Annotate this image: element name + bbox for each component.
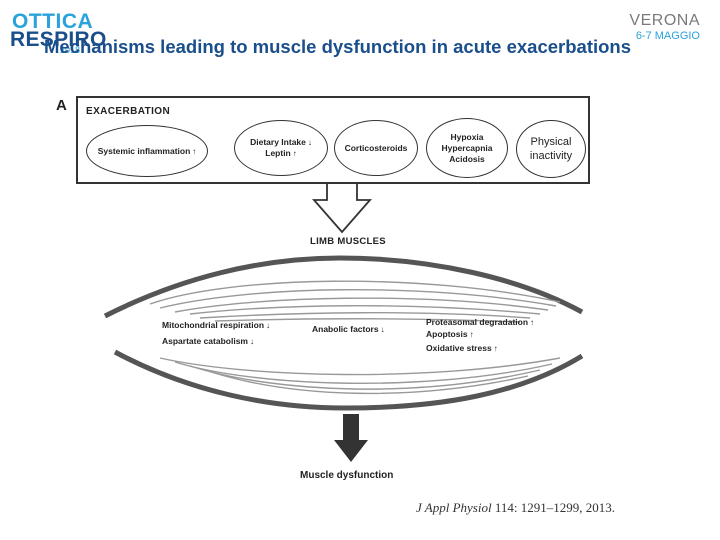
anabolic-factors-label: Anabolic factors↓ — [312, 324, 385, 334]
label-text: Anabolic factors — [312, 324, 379, 334]
muscle-bottom-outline — [113, 349, 584, 411]
factor-hypoxia-hypercapnia-acidosis: Hypoxia Hypercapnia Acidosis — [426, 118, 508, 178]
down-arrow-icon: ↓ — [380, 325, 385, 334]
factor-dietary-intake-leptin: Dietary Intake↓ Leptin↑ — [234, 120, 328, 176]
label-text: Oxidative stress — [426, 343, 492, 353]
factor-corticosteroids: Corticosteroids — [334, 120, 418, 176]
citation: J Appl Physiol 114: 1291–1299, 2013. — [416, 500, 615, 516]
slide-title: Mechanisms leading to muscle dysfunction… — [44, 36, 632, 57]
up-arrow-icon: ↑ — [292, 149, 297, 158]
factor-text: Corticosteroids — [344, 142, 408, 153]
exacerbation-label: EXACERBATION — [86, 106, 171, 117]
down-arrow-icon: ↓ — [249, 337, 254, 346]
up-arrow-icon: ↑ — [530, 318, 535, 327]
factor-systemic-inflammation: Systemic inflammation↑ — [86, 125, 208, 177]
proteasomal-degradation-label: Proteasomal degradation↑ — [426, 317, 534, 327]
factor-text: inactivity — [529, 150, 573, 162]
up-arrow-icon: ↑ — [469, 330, 474, 339]
up-arrow-icon: ↑ — [493, 344, 498, 353]
label-text: Apoptosis — [426, 329, 468, 339]
citation-details: 114: 1291–1299, 2013. — [491, 500, 615, 515]
panel-letter: A — [56, 97, 67, 114]
up-arrow-icon: ↑ — [192, 146, 197, 156]
logo-date: 6-7 MAGGIO — [635, 30, 700, 42]
muscle-dysfunction-label: Muscle dysfunction — [300, 470, 394, 481]
hollow-down-arrow-icon — [312, 184, 372, 234]
ottica-respiro-logo: OTTICA RESPIRO 2018 — [8, 8, 118, 55]
solid-down-arrow-icon — [334, 414, 368, 462]
oxidative-stress-label: Oxidative stress↑ — [426, 343, 498, 353]
down-arrow-icon: ↓ — [307, 138, 312, 147]
logo-year: 2018 — [60, 45, 81, 55]
mitochondrial-respiration-label: Mitochondrial respiration↓ — [162, 320, 270, 330]
down-arrow-icon: ↓ — [266, 321, 271, 330]
logo-line2: RESPIRO — [10, 28, 107, 51]
factor-text: Hypoxia — [450, 131, 484, 142]
factor-text: Acidosis — [449, 153, 485, 164]
label-text: Mitochondrial respiration — [162, 320, 265, 330]
factor-text: Systemic inflammation — [97, 145, 191, 156]
label-text: Proteasomal degradation — [426, 317, 529, 327]
factor-text: Hypercapnia — [441, 142, 493, 153]
muscle-fibers — [149, 280, 561, 395]
factor-text: Leptin — [265, 148, 291, 158]
apoptosis-label: Apoptosis↑ — [426, 329, 474, 339]
verona-logo: VERONA 6-7 MAGGIO — [600, 12, 700, 46]
limb-muscles-label: LIMB MUSCLES — [310, 236, 386, 247]
logo-city: VERONA — [629, 12, 700, 29]
muscle-top-outline — [103, 255, 584, 319]
label-text: Aspartate catabolism — [162, 336, 248, 346]
factor-physical-inactivity: Physical inactivity — [516, 120, 586, 178]
factor-text: Dietary Intake — [250, 137, 306, 147]
logo-line1: OTTICA — [12, 10, 94, 33]
aspartate-catabolism-label: Aspartate catabolism↓ — [162, 336, 254, 346]
citation-journal: J Appl Physiol — [416, 500, 492, 515]
factor-text: Physical — [530, 136, 572, 148]
